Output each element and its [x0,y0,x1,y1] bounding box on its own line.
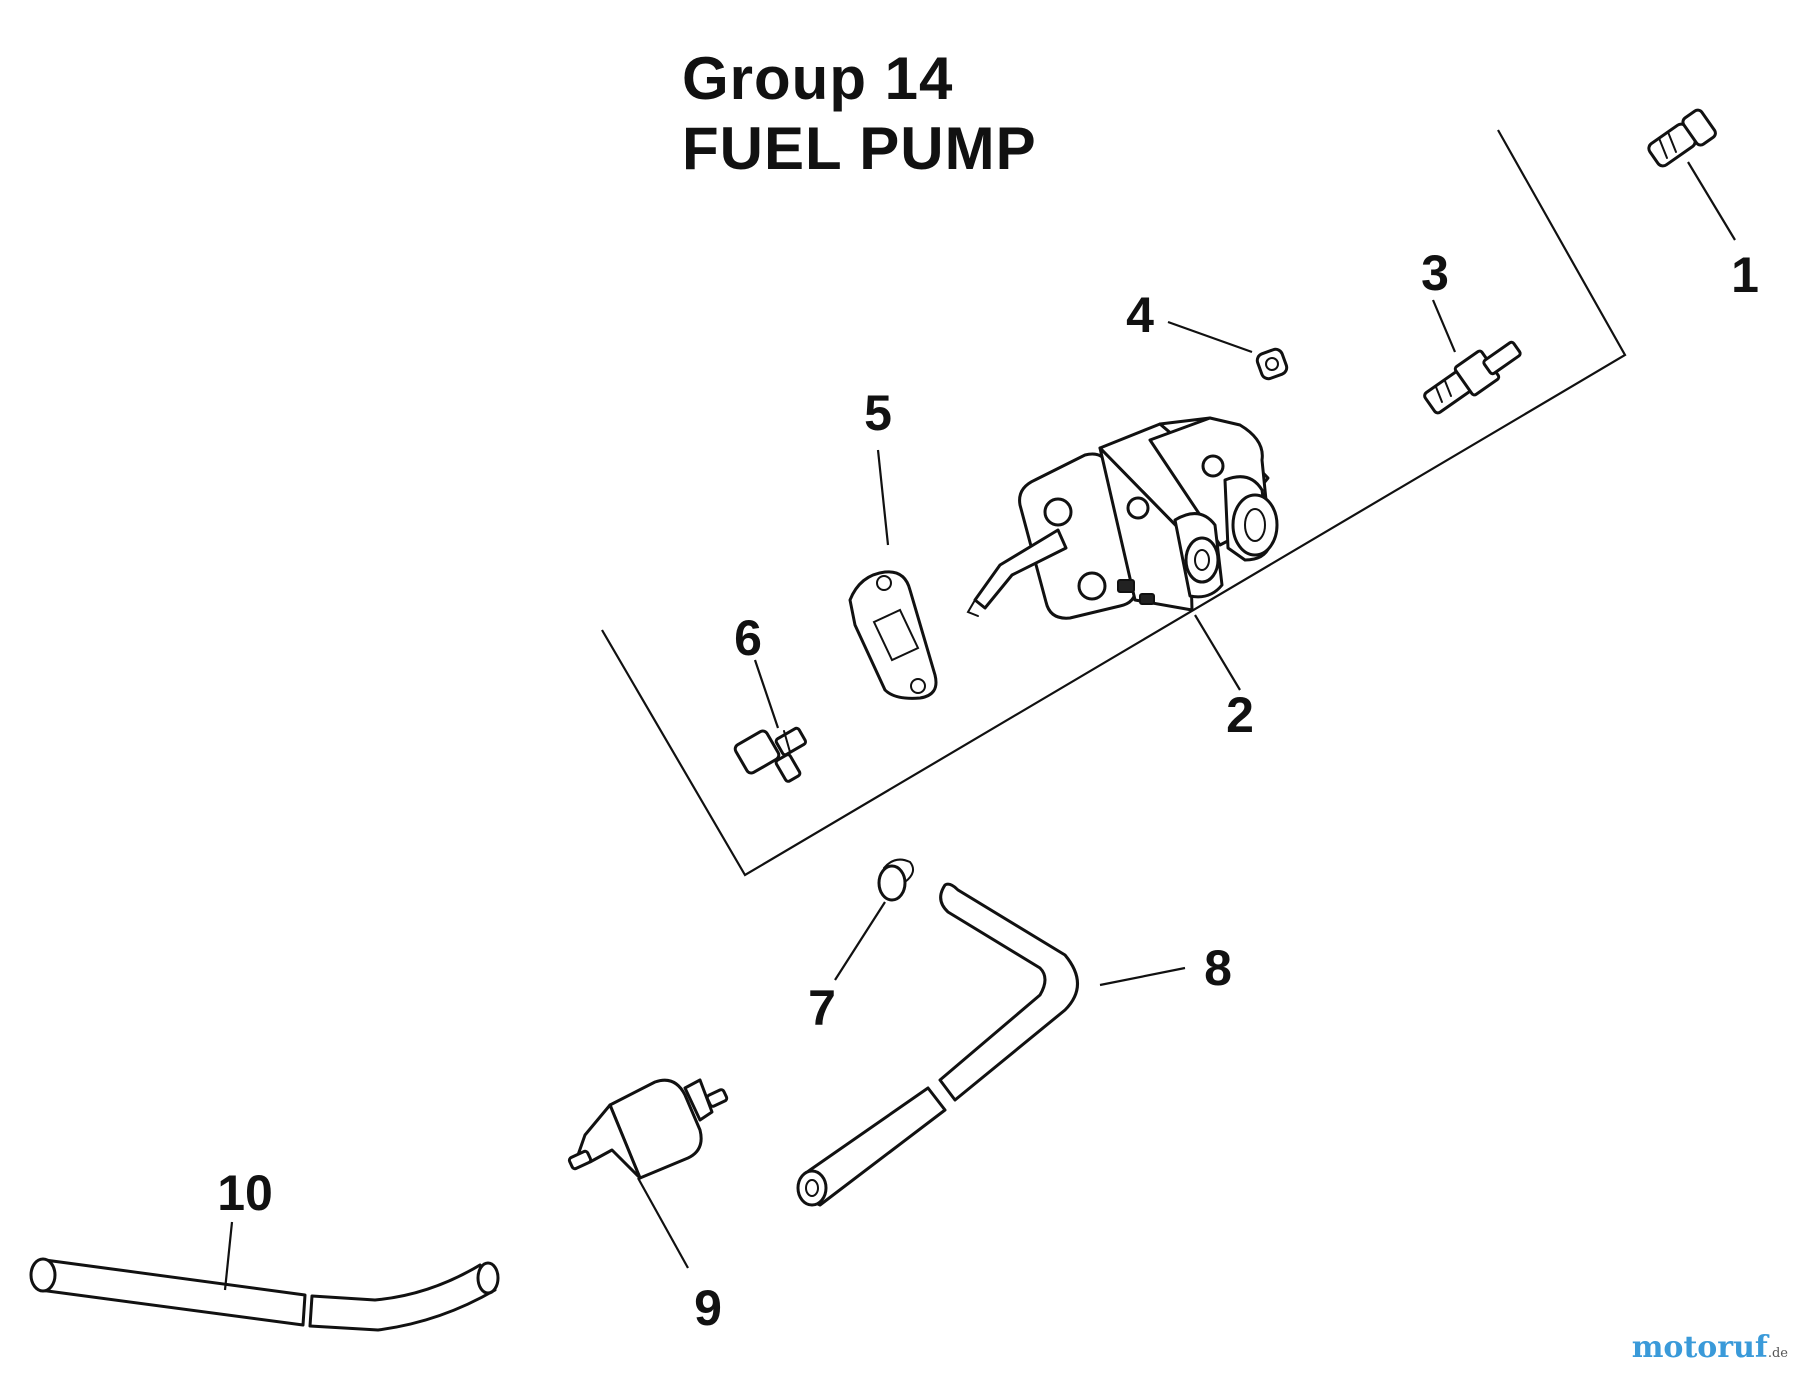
part-9-fuel-filter [567,1078,729,1180]
leader-3 [1431,299,1457,353]
callout-6: 6 [734,610,762,666]
leader-10 [223,1221,234,1291]
part-1-bolt [1647,108,1717,168]
callout-9: 9 [694,1280,722,1336]
callout-7: 7 [808,980,836,1036]
diagram-title-group: Group 14 [682,45,954,112]
leader-9 [637,1177,689,1269]
callout-4: 4 [1126,287,1154,343]
part-4-nut [1255,347,1289,381]
assembly-bracket [601,129,1627,877]
leader-1 [1687,161,1736,241]
callout-10: 10 [217,1165,273,1221]
part-7-hose-clamp [877,858,915,902]
part-10-fuel-hose [29,1257,500,1332]
part-3-fitting [1423,340,1522,415]
watermark-suffix: .de [1767,1346,1788,1361]
part-8-fuel-line [796,882,1079,1207]
leader-2 [1194,614,1241,691]
watermark-main: motoruf [1631,1330,1768,1365]
callout-8: 8 [1204,940,1232,996]
leader-5 [876,449,890,546]
leader-7 [834,901,886,981]
callout-2: 2 [1226,687,1254,743]
leader-8 [1099,966,1186,987]
leader-4 [1167,320,1253,354]
part-2-fuel-pump [966,416,1279,620]
part-5-gasket [848,570,938,700]
callout-5: 5 [864,385,892,441]
leader-6 [753,659,780,729]
watermark-logo: motoruf.de [1632,1330,1788,1365]
part-6-elbow-fitting [733,726,808,783]
callout-1: 1 [1731,247,1759,303]
callout-3: 3 [1421,245,1449,301]
diagram-title-name: FUEL PUMP [682,115,1037,182]
